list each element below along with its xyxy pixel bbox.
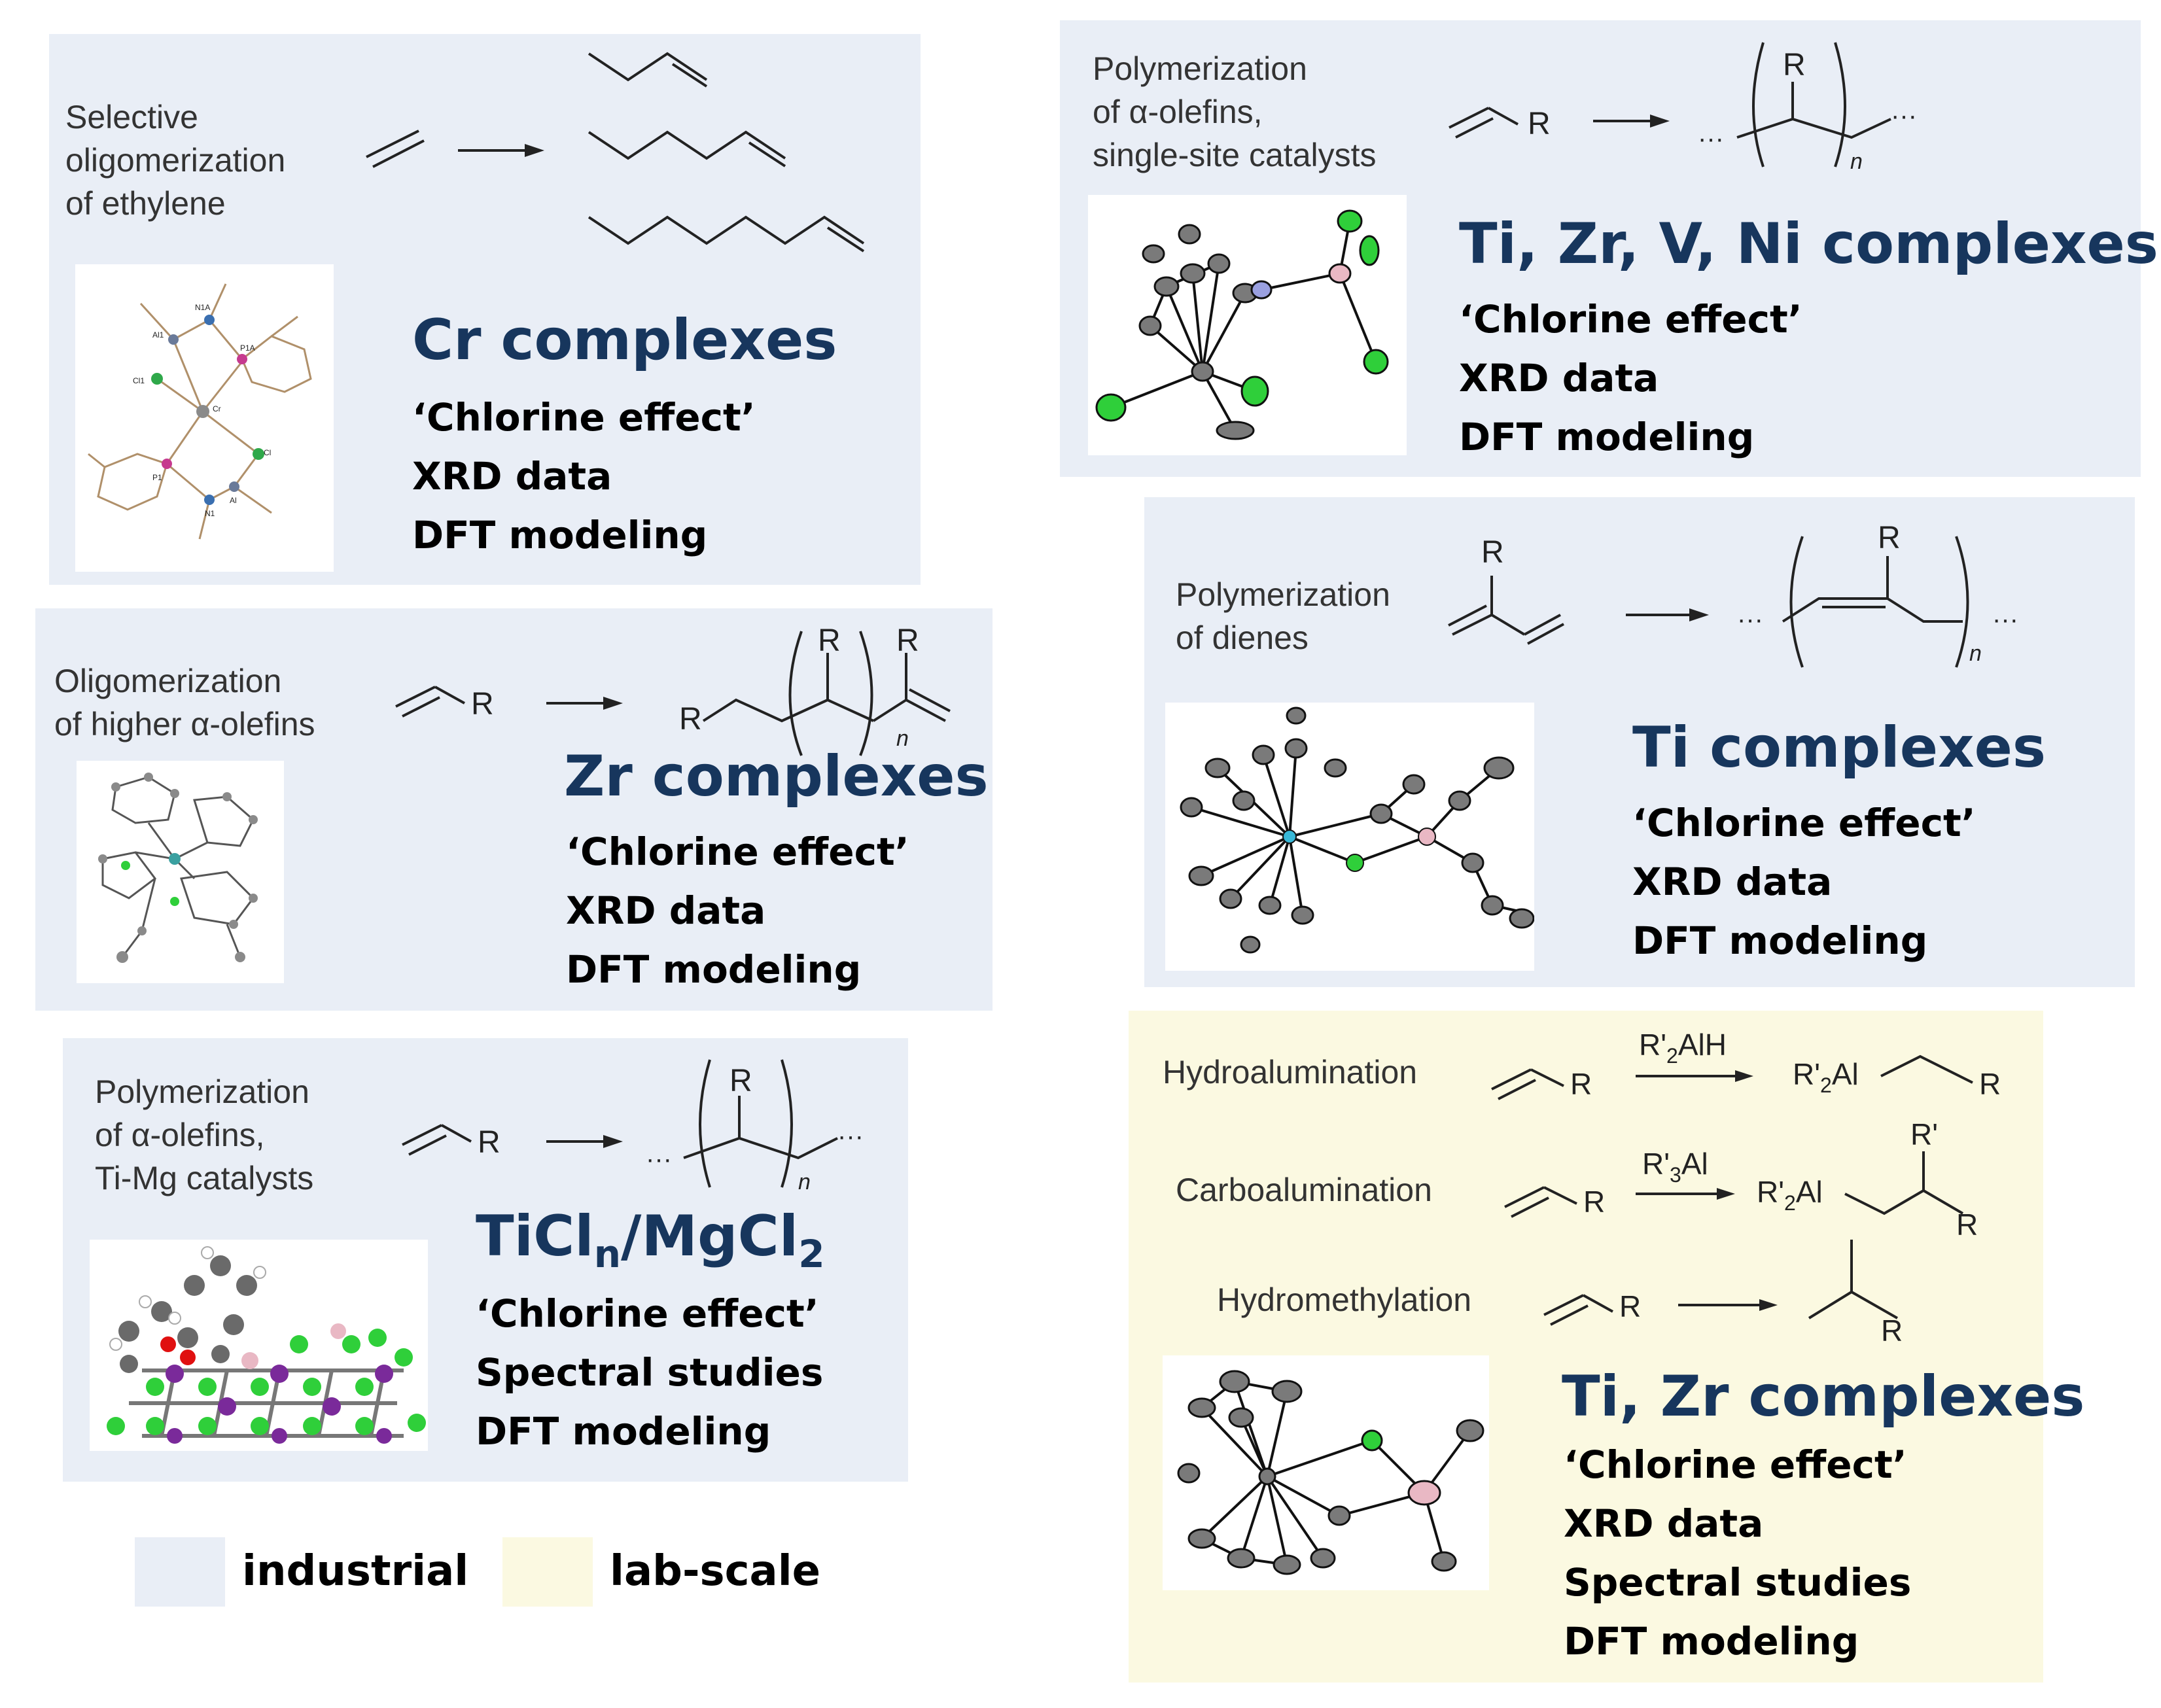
svg-text:R: R [471,687,494,722]
svg-text:Cl: Cl [264,448,271,457]
svg-text:N1A: N1A [195,303,210,312]
svg-text:n: n [896,726,909,751]
svg-text:R: R [818,623,841,658]
legend-swatch-industrial [135,1537,225,1607]
ti-diene-complex-structure-image [1165,703,1535,971]
legend-swatch-lab-scale [502,1537,593,1607]
svg-text:R'2Al: R'2Al [1757,1175,1823,1215]
svg-text:n: n [1850,149,1863,174]
timg-polymerization-scheme: R R n ··· ··· [402,1059,864,1194]
lab-facts-list: ‘Chlorine effect’XRD data Spectral studi… [1564,1442,1912,1664]
svg-text:n: n [1969,641,1982,666]
svg-text:···: ··· [1698,124,1724,153]
svg-text:R: R [1878,521,1901,555]
svg-text:R: R [1979,1067,2001,1101]
svg-text:Al1: Al1 [152,330,164,340]
svg-text:R: R [729,1064,752,1098]
alpha-olefin-oligomerization-scheme: R R R R n [395,623,951,756]
svg-text:R: R [1783,48,1806,82]
diene-polymerization-scheme: R R n ··· ··· [1448,521,2018,668]
svg-text:R': R' [1910,1117,1938,1151]
svg-text:R: R [478,1125,501,1160]
svg-text:R: R [896,623,919,658]
cr-complexes-title: Cr complexes [412,307,837,373]
svg-text:n: n [798,1170,811,1194]
svg-text:Cl1: Cl1 [133,376,145,385]
carboalumination-label: Carboalumination [1176,1172,1432,1208]
svg-text:N1: N1 [205,509,215,518]
svg-text:P1A: P1A [240,343,255,353]
svg-text:R: R [1570,1067,1592,1101]
legend-label-industrial: industrial [242,1547,469,1595]
svg-text:R'3Al: R'3Al [1642,1147,1708,1187]
svg-text:R: R [1619,1289,1641,1323]
svg-text:···: ··· [1992,605,2018,634]
zr-complexes-title: Zr complexes [564,744,989,809]
svg-text:Al: Al [230,496,237,505]
svg-text:P1: P1 [152,473,162,482]
lab-scale-reaction-schemes: R R'2AlH R'2Al R R R'3Al R'2Al R' R R R [1491,1028,2001,1348]
svg-text:R: R [1481,535,1504,570]
ti-zr-complexes-title: Ti, Zr complexes [1562,1364,2085,1429]
svg-text:R'2Al: R'2Al [1793,1057,1859,1097]
svg-text:R: R [1583,1185,1605,1219]
svg-text:R'2AlH: R'2AlH [1639,1028,1727,1068]
cr-complex-structure-image: N1A Al1 P1A Cl1 Cr Cl P1 N1 Al [75,264,334,572]
ethylene-oligomerization-scheme [366,52,865,253]
svg-text:R: R [1881,1314,1903,1348]
hydromethylation-label: Hydromethylation [1217,1281,1472,1318]
svg-text:R: R [679,702,702,737]
svg-text:···: ··· [837,1122,864,1151]
svg-text:R: R [1956,1208,1978,1242]
ti-zr-lab-complex-structure-image [1163,1355,1489,1590]
svg-text:Cr: Cr [213,404,221,413]
ticl-mgcl2-title: TiCln/MgCl2 [476,1204,825,1277]
svg-text:···: ··· [646,1145,672,1174]
svg-text:···: ··· [1737,605,1763,634]
ti-zr-v-ni-complexes-title: Ti, Zr, V, Ni complexes [1459,211,2158,277]
ticl-mgcl2-surface-model-image [90,1240,428,1451]
ti-complexes-title: Ti complexes [1632,715,2047,780]
ti-zr-v-ni-complex-structure-image [1088,195,1407,455]
svg-text:···: ··· [1891,101,1917,130]
hydroalumination-label: Hydroalumination [1163,1054,1418,1090]
zr-complex-structure-image [77,761,284,983]
svg-text:R: R [1528,107,1551,141]
single-site-polymerization-scheme: R R n ··· ··· [1449,42,1917,174]
legend-label-lab-scale: lab-scale [610,1547,821,1595]
